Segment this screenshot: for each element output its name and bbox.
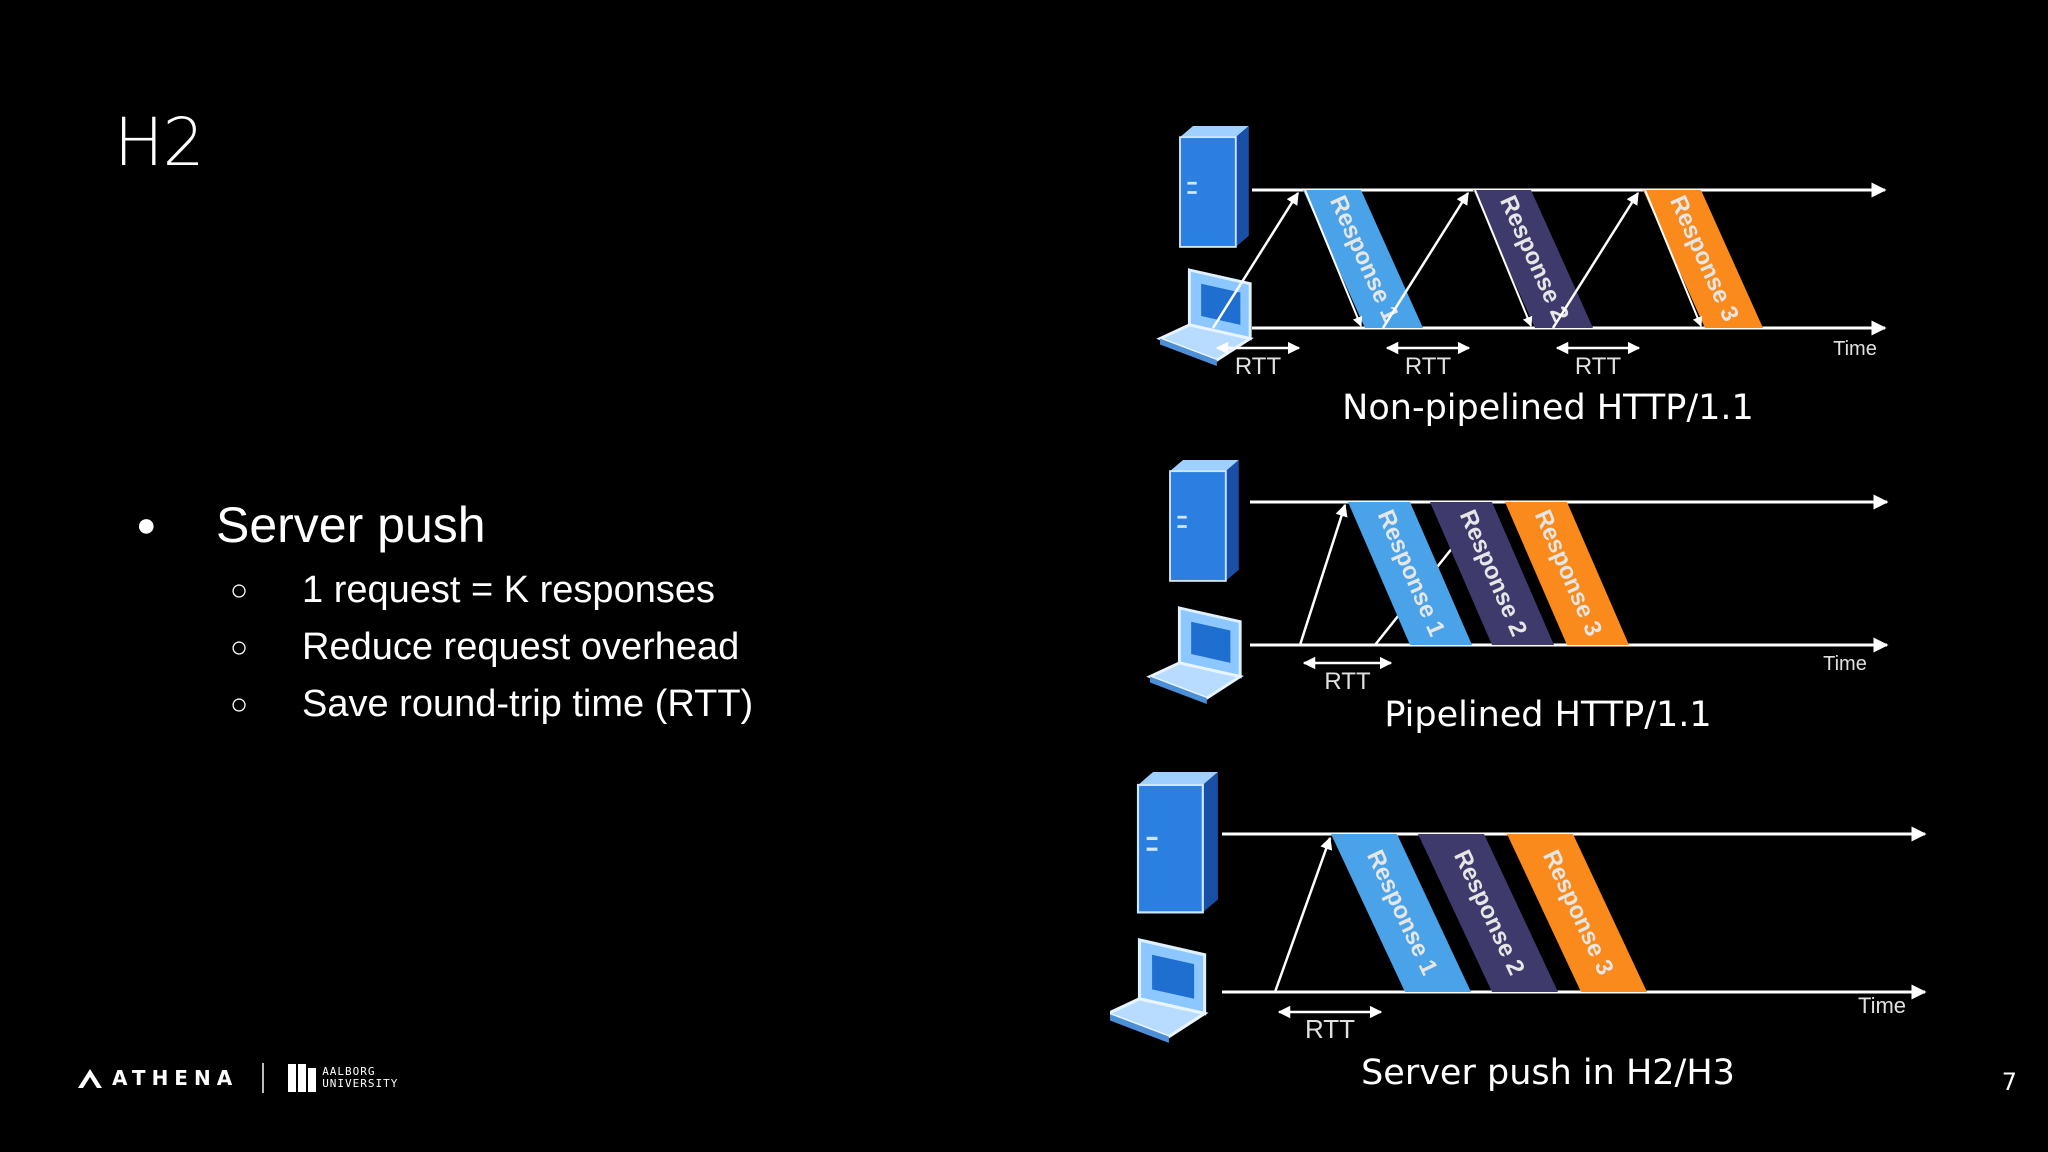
rtt-label: RTT (1575, 353, 1622, 380)
response-band-3 (1643, 190, 1763, 328)
laptop-icon (1156, 268, 1254, 367)
server-top (1180, 126, 1249, 138)
laptop-display (1191, 621, 1231, 663)
university-line-1: AALBORG (322, 1065, 376, 1078)
server-slot (1187, 191, 1197, 194)
request-arrow (1273, 836, 1333, 993)
page-number: 7 (2001, 1068, 2017, 1096)
bullet-dot-icon: ● (136, 506, 157, 544)
hollow-circle-icon: ○ (230, 688, 249, 721)
rtt-label: RTT (1405, 353, 1452, 380)
laptop-display (1152, 954, 1195, 999)
sub-bullet-label: 1 request = K responses (302, 569, 715, 611)
request-arrow (1551, 191, 1640, 329)
sub-bullet-label: Reduce request overhead (302, 626, 740, 668)
response-band-3 (1505, 502, 1629, 645)
response-band-1 (1331, 834, 1471, 992)
request-arrow (1298, 503, 1348, 646)
time-axis-label: Time (1823, 653, 1867, 675)
server-slot (1146, 847, 1158, 851)
university-line-2: UNIVERSITY (322, 1077, 399, 1090)
server-slot (1187, 181, 1197, 185)
sub-bullet-list: ○ 1 request = K responses ○ Reduce reque… (130, 562, 753, 733)
athena-brand-text: ATHENA (112, 1066, 239, 1090)
response-band-1 (1303, 190, 1423, 328)
diagram-caption-non-pipelined: Non-pipelined HTTP/1.1 (1342, 388, 1754, 428)
laptop-edge (1110, 1014, 1169, 1043)
rtt-label: RTT (1324, 668, 1371, 695)
footer-divider (262, 1063, 265, 1093)
laptop-icon (1146, 606, 1244, 705)
hollow-circle-icon: ○ (230, 574, 249, 607)
diagram-caption-pipelined: Pipelined HTTP/1.1 (1384, 695, 1712, 735)
server-side (1225, 460, 1239, 581)
hollow-circle-icon: ○ (230, 631, 249, 664)
athena-logo: ATHENA (76, 1066, 238, 1090)
footer: ATHENA AALBORG UNIVERSITY (76, 1062, 398, 1094)
laptop-edge (1150, 676, 1207, 705)
response-arrow-edge (1644, 189, 1703, 327)
laptop-base (1110, 997, 1209, 1039)
university-emblem-icon (288, 1064, 317, 1092)
sub-bullet-item: ○ Save round-trip time (RTT) (230, 676, 753, 733)
university-logo: AALBORG UNIVERSITY (288, 1062, 398, 1094)
bullet-main-label: Server push (216, 497, 486, 553)
response-band-3 (1507, 834, 1647, 992)
response-band-1 (1348, 502, 1472, 645)
laptop-icon (1110, 938, 1209, 1043)
athena-mountain-icon (78, 1069, 102, 1088)
server-side (1202, 772, 1218, 913)
server-icon (1169, 460, 1239, 582)
time-axis-label: Time (1833, 338, 1877, 360)
server-top (1170, 460, 1239, 472)
laptop-base (1146, 661, 1244, 700)
sub-bullet-item: ○ 1 request = K responses (230, 562, 753, 619)
response-arrow-edge (1304, 189, 1363, 327)
server-slot (1146, 836, 1158, 841)
server-top (1138, 772, 1218, 785)
sub-bullet-label: Save round-trip time (RTT) (302, 683, 754, 725)
response-band-2 (1473, 190, 1593, 328)
server-icon (1136, 772, 1218, 914)
server-icon (1179, 126, 1249, 248)
request-arrow (1211, 191, 1300, 329)
response-band-2 (1418, 834, 1558, 992)
sub-bullet-item: ○ Reduce request overhead (230, 619, 753, 676)
laptop-edge (1160, 338, 1217, 367)
server-side (1235, 126, 1249, 247)
diagram-caption-server-push: Server push in H2/H3 (1361, 1053, 1735, 1093)
laptop-display (1201, 283, 1241, 325)
slide-title: H2 (114, 104, 205, 181)
bullet-server-push: ● Server push (130, 490, 753, 560)
rtt-label: RTT (1235, 353, 1282, 380)
time-axis-label: Time (1858, 993, 1906, 1018)
rtt-label: RTT (1305, 1014, 1355, 1044)
request-arrow (1381, 191, 1470, 329)
response-band-2 (1430, 502, 1554, 645)
bullet-list: ● Server push ○ 1 request = K responses … (130, 490, 753, 733)
university-name: AALBORG UNIVERSITY (322, 1066, 398, 1090)
server-slot (1177, 525, 1187, 528)
response-arrow-edge (1474, 189, 1533, 327)
server-slot (1177, 515, 1187, 519)
